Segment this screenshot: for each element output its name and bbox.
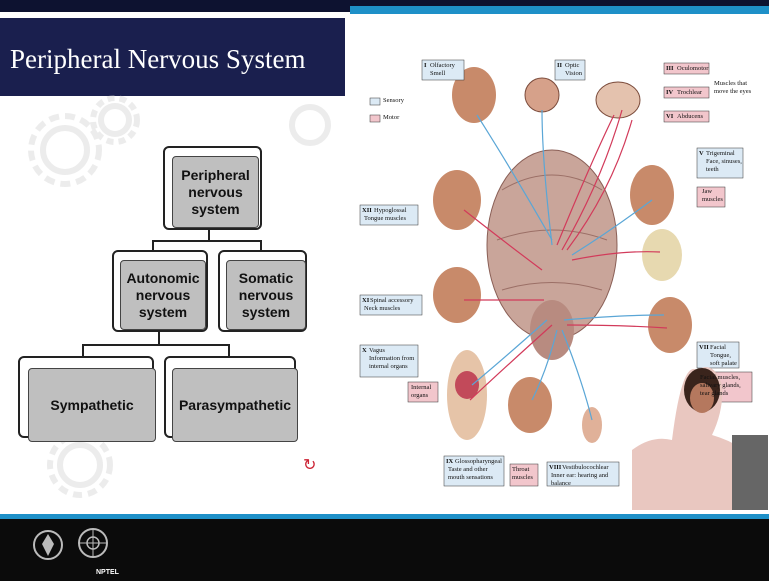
nerve-iv-num: IV (666, 89, 673, 96)
nerve-i-name: Olfactory (430, 62, 455, 69)
nerve-i-num: I (424, 62, 427, 69)
nerve-xii-name: Hypoglossal (374, 207, 407, 214)
autonomic-nervous-system-box: Autonomic nervous system (120, 260, 206, 330)
nerve-v-num: V (699, 150, 704, 157)
nerve-x-name: Vagus (369, 347, 385, 354)
nerve-iii-name: Oculomotor (677, 65, 708, 72)
nerve-x-num: X (362, 347, 367, 354)
footer-accent (0, 514, 769, 519)
nerve-viii-desc: Inner ear: hearing and balance (551, 472, 617, 488)
nerve-ii-name: Optic (565, 62, 579, 69)
nerve-ix-name: Glossopharyngeal (455, 458, 502, 465)
nerve-xi-num: XI (362, 297, 369, 304)
slide-title: Peripheral Nervous System (10, 44, 305, 75)
nerve-xii-num: XII (362, 207, 372, 214)
peripheral-nervous-system-box: Peripheral nervous system (172, 156, 259, 228)
nerve-ii-num: II (557, 62, 562, 69)
internal-organs-label: Internal organs (411, 384, 437, 400)
nerve-ix-desc: Taste and other mouth sensations (448, 466, 503, 482)
nerve-x-desc: Information from internal organs (369, 355, 417, 371)
cranial-nerves-illustration (352, 40, 768, 510)
jaw-muscles-label: Jaw muscles (702, 188, 724, 204)
eye-muscles-note: Muscles that move the eyes (714, 80, 754, 96)
nerve-viii-name: Vestibulocochlear (562, 464, 609, 471)
connector-level2-horizontal (82, 344, 230, 346)
nerve-iv-name: Trochlear (677, 89, 702, 96)
nerve-viii-num: VIII (549, 464, 561, 471)
nerve-vii-num: VII (699, 344, 709, 351)
connector-level1-horizontal (152, 240, 262, 242)
legend-sensory: Sensory (383, 97, 404, 104)
facial-muscles-label: Facial muscles, salivary glands, tear gl… (700, 374, 752, 398)
top-accent-bar (350, 6, 769, 14)
cranial-nerves-figure: Sensory Motor I Olfactory Smell II Optic… (352, 40, 768, 510)
sympathetic-box: Sympathetic (28, 368, 156, 442)
legend-motor: Motor (383, 114, 399, 121)
nerve-vi-num: VI (666, 113, 673, 120)
nptel-logo-icon (76, 526, 110, 564)
parasympathetic-box: Parasympathetic (172, 368, 298, 442)
nerve-vii-name: Facial (710, 344, 726, 351)
nerve-xi-name: Spinal accessory (370, 297, 414, 304)
nerve-xi-desc: Neck muscles (364, 305, 400, 312)
nerve-ii-desc: Vision (565, 70, 582, 77)
pen-annotation: ↻ (303, 455, 316, 475)
nerve-iii-num: III (666, 65, 674, 72)
nerve-vii-desc: Tongue, soft palate (710, 352, 738, 368)
nerve-vi-name: Abducens (677, 113, 703, 120)
nerve-ix-num: IX (446, 458, 453, 465)
nerve-v-desc: Face, sinuses, teeth (706, 158, 742, 174)
throat-muscles-label: Throat muscles (512, 466, 538, 482)
somatic-nervous-system-box: Somatic nervous system (226, 260, 306, 330)
iit-logo-icon (32, 528, 64, 566)
connector-root-down (208, 228, 210, 240)
connector-autonomic-down (158, 330, 160, 344)
nerve-v-name: Trigeminal (706, 150, 735, 157)
nerve-i-desc: Smell (430, 70, 445, 77)
nptel-label: NPTEL (96, 569, 119, 576)
nerve-xii-desc: Tongue muscles (364, 215, 406, 222)
